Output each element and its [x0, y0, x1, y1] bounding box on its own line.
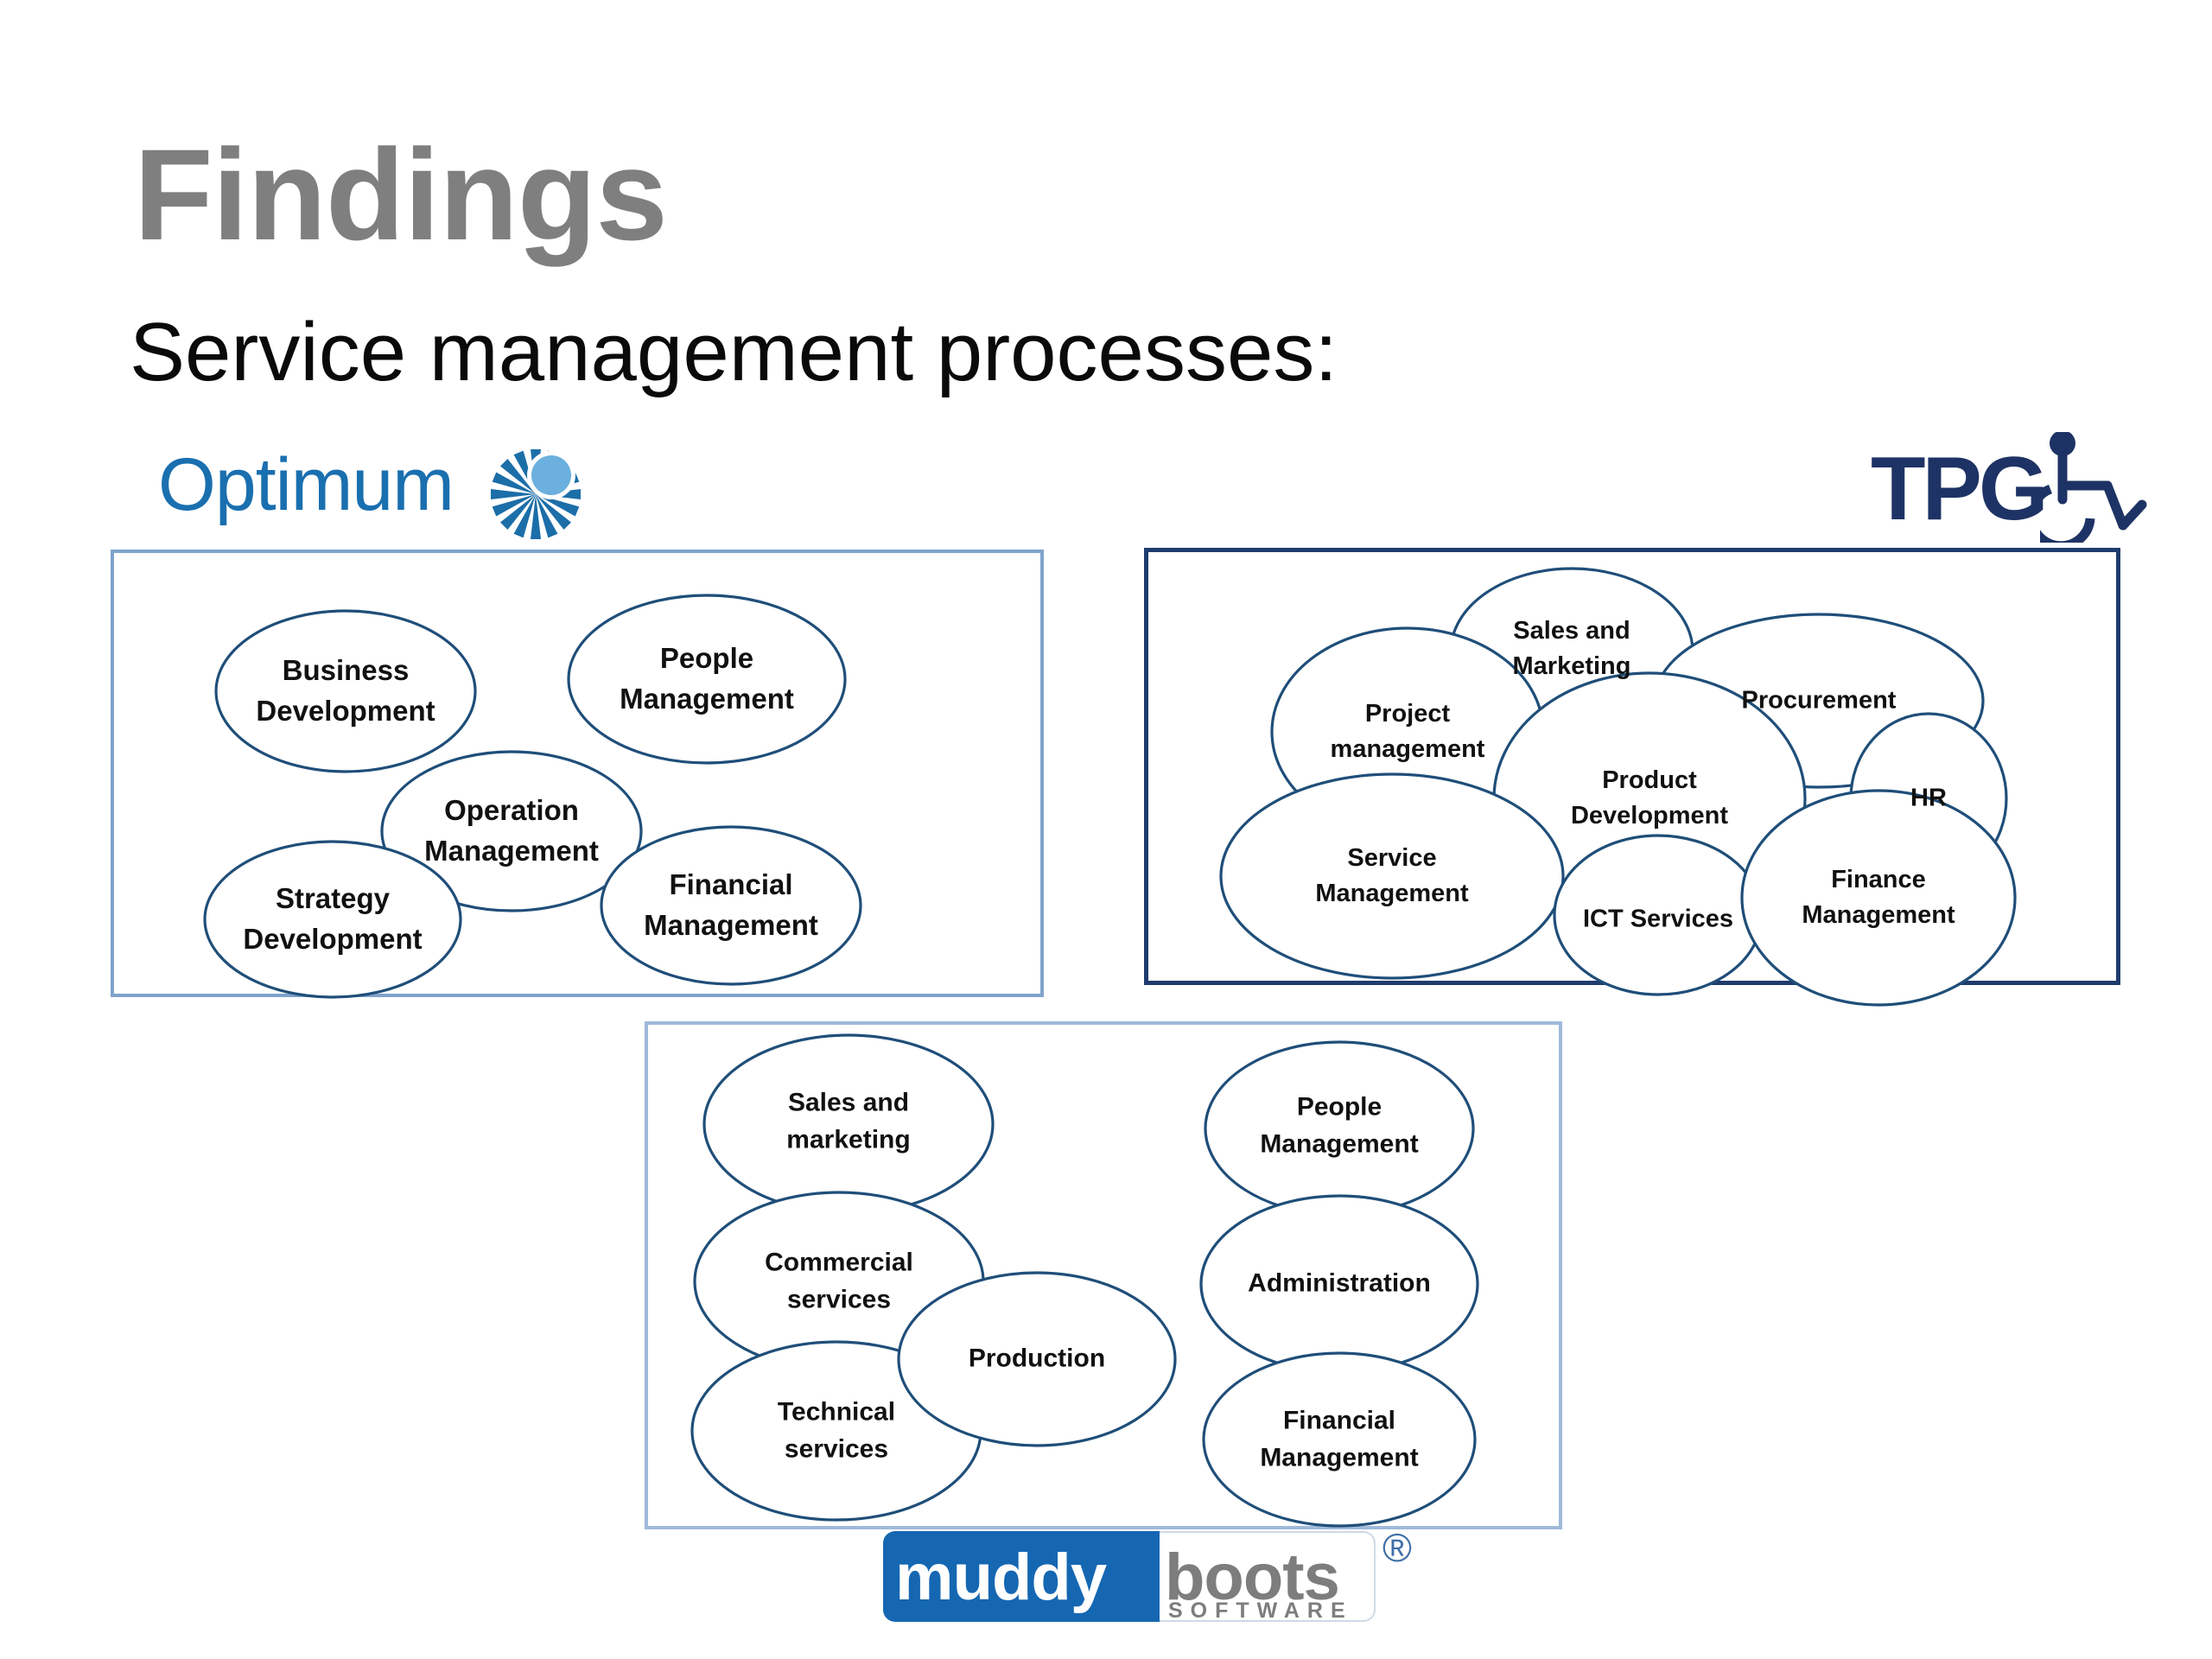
process-ellipse — [897, 1271, 1177, 1447]
muddyboots-logo: muddy boots SOFTWARE ® — [883, 1525, 1412, 1643]
tpg-ellipses — [1219, 567, 2017, 1007]
process-ellipse — [702, 1033, 995, 1215]
process-ellipse — [203, 840, 462, 999]
wheelchair-accessibility-icon — [2040, 432, 2147, 543]
process-ellipse — [567, 594, 847, 765]
optimum-ellipses — [203, 594, 862, 999]
page-subtitle: Service management processes: — [130, 306, 1338, 398]
process-ellipse — [1202, 1351, 1477, 1528]
process-ellipse — [600, 825, 862, 986]
optimum-logo: Optimum — [158, 442, 590, 546]
muddyboots-white-plate — [1160, 1531, 1376, 1622]
optimum-wordmark: Optimum — [158, 443, 454, 526]
process-ellipse — [214, 609, 477, 773]
process-ellipse — [1553, 834, 1764, 996]
process-ellipse — [1219, 772, 1565, 980]
page-title: Findings — [134, 122, 668, 267]
process-ellipse — [380, 750, 643, 912]
process-ellipse — [1199, 1194, 1479, 1374]
tpg-logo: TPG — [1871, 432, 2156, 544]
muddyboots-tagline: SOFTWARE — [1168, 1599, 1353, 1623]
process-ellipse — [1204, 1040, 1475, 1217]
tpg-wordmark: TPG — [1871, 439, 2049, 539]
process-ellipse — [1740, 789, 2017, 1007]
sunburst-icon — [491, 449, 581, 539]
muddyboots-ellipses — [690, 1033, 1479, 1528]
muddyboots-word-boots: boots — [1165, 1541, 1340, 1614]
muddyboots-blue-plate — [883, 1531, 1160, 1622]
muddyboots-word-muddy: muddy — [895, 1541, 1107, 1614]
registered-trademark-icon: ® — [1382, 1525, 1412, 1570]
